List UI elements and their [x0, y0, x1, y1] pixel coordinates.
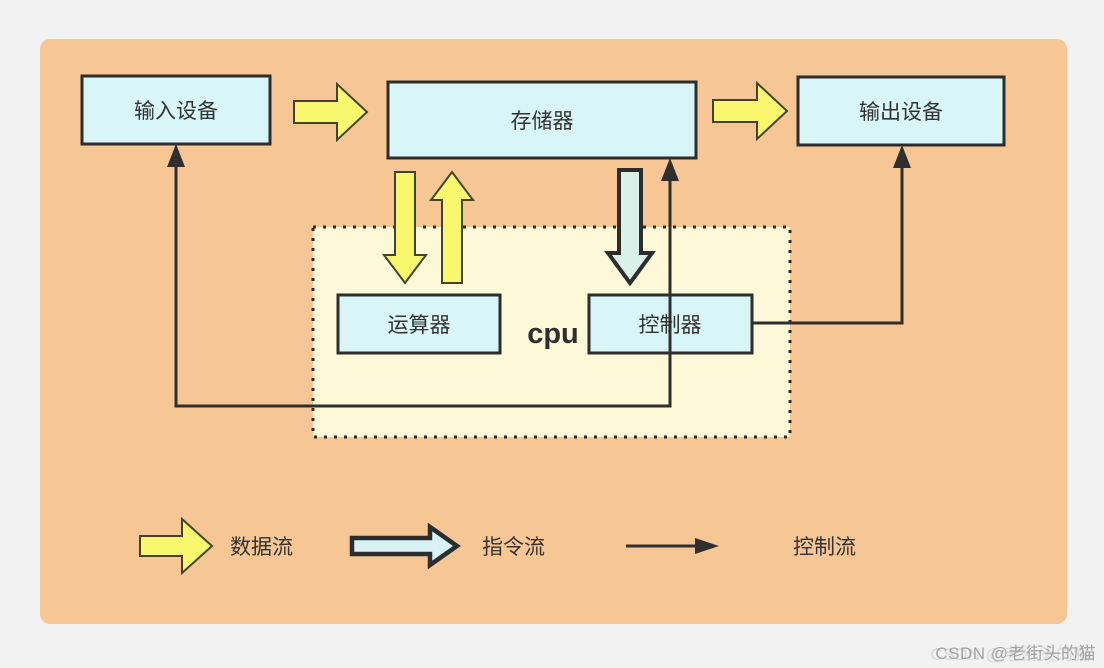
legend-instruction-flow-arrow-icon: [349, 522, 461, 570]
control-flow-arrowhead-memory: [661, 158, 679, 181]
node-input: 输入设备: [80, 74, 272, 146]
legend-instruction-flow-label: 指令流: [482, 536, 545, 559]
node-memory: 存储器: [386, 80, 698, 160]
control-flow-arrowhead-output: [893, 145, 911, 168]
output-device-label: 输出设备: [859, 101, 943, 124]
control-flow-controller-to-output-line: [752, 167, 904, 325]
data-flow-memory-to-output-arrow: [712, 80, 789, 142]
legend-control-flow-arrowhead: [695, 538, 719, 554]
output-device-box: [796, 75, 1006, 147]
legend-data-flow-label: 数据流: [230, 536, 293, 559]
node-alu: 运算器: [336, 293, 502, 355]
control-flow-arrowhead-input: [167, 144, 185, 167]
input-device-label: 输入设备: [134, 100, 218, 123]
input-device-box: [80, 74, 272, 146]
memory-box: [386, 80, 698, 160]
control-flow-controller-to-input-line: [174, 165, 672, 408]
architecture-diagram: 输入设备 存储器 输出设备 运算器 cpu 控制器 数据流: [80, 74, 1006, 576]
instruction-flow-memory-to-controller-arrow: [604, 168, 656, 287]
memory-label: 存储器: [511, 110, 574, 133]
cpu-label: cpu: [527, 318, 579, 350]
legend-control-flow-label: 控制流: [793, 536, 856, 559]
alu-label: 运算器: [388, 314, 451, 337]
diagram-panel: 输入设备 存储器 输出设备 运算器 cpu 控制器 数据流: [40, 39, 1067, 624]
data-flow-input-to-memory-arrow: [293, 81, 369, 143]
legend-data-flow-arrow-icon: [139, 516, 214, 576]
data-flow-alu-to-memory-arrow: [429, 170, 475, 284]
legend: 数据流 指令流 控制流: [139, 516, 856, 576]
data-flow-memory-to-alu-arrow: [382, 171, 428, 285]
node-output: 输出设备: [796, 75, 1006, 147]
alu-box: [336, 293, 502, 355]
csdn-watermark: CSDN @老街头的猫: [935, 644, 1096, 663]
